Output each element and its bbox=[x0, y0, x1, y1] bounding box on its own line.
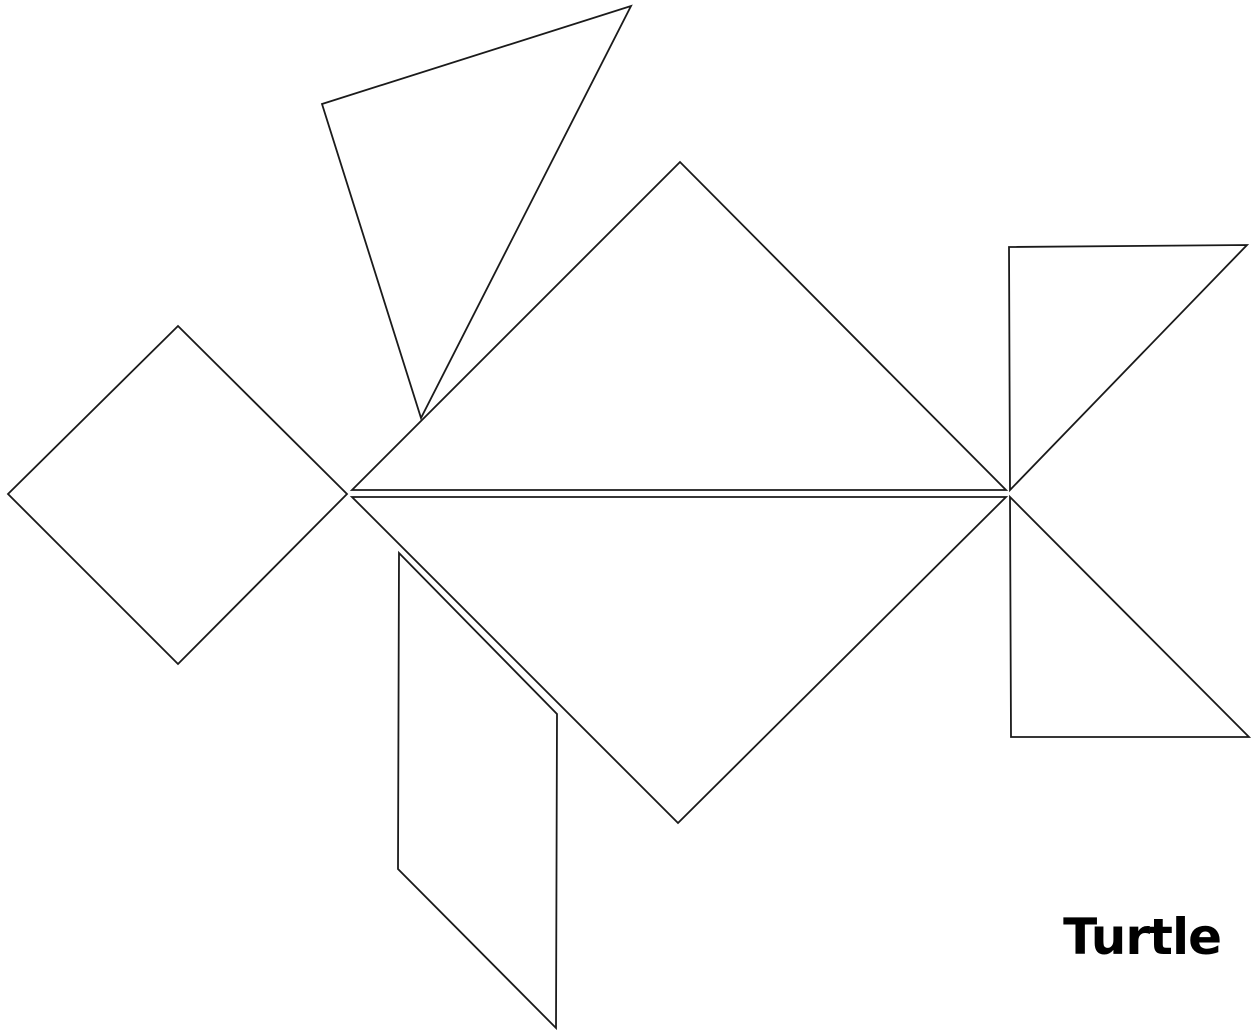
tangram-square bbox=[8, 326, 347, 664]
figure-title: Turtle bbox=[1063, 912, 1221, 962]
tangram-small-triangle-bottom bbox=[1010, 497, 1249, 737]
tangram-small-triangle-top bbox=[1009, 245, 1247, 490]
